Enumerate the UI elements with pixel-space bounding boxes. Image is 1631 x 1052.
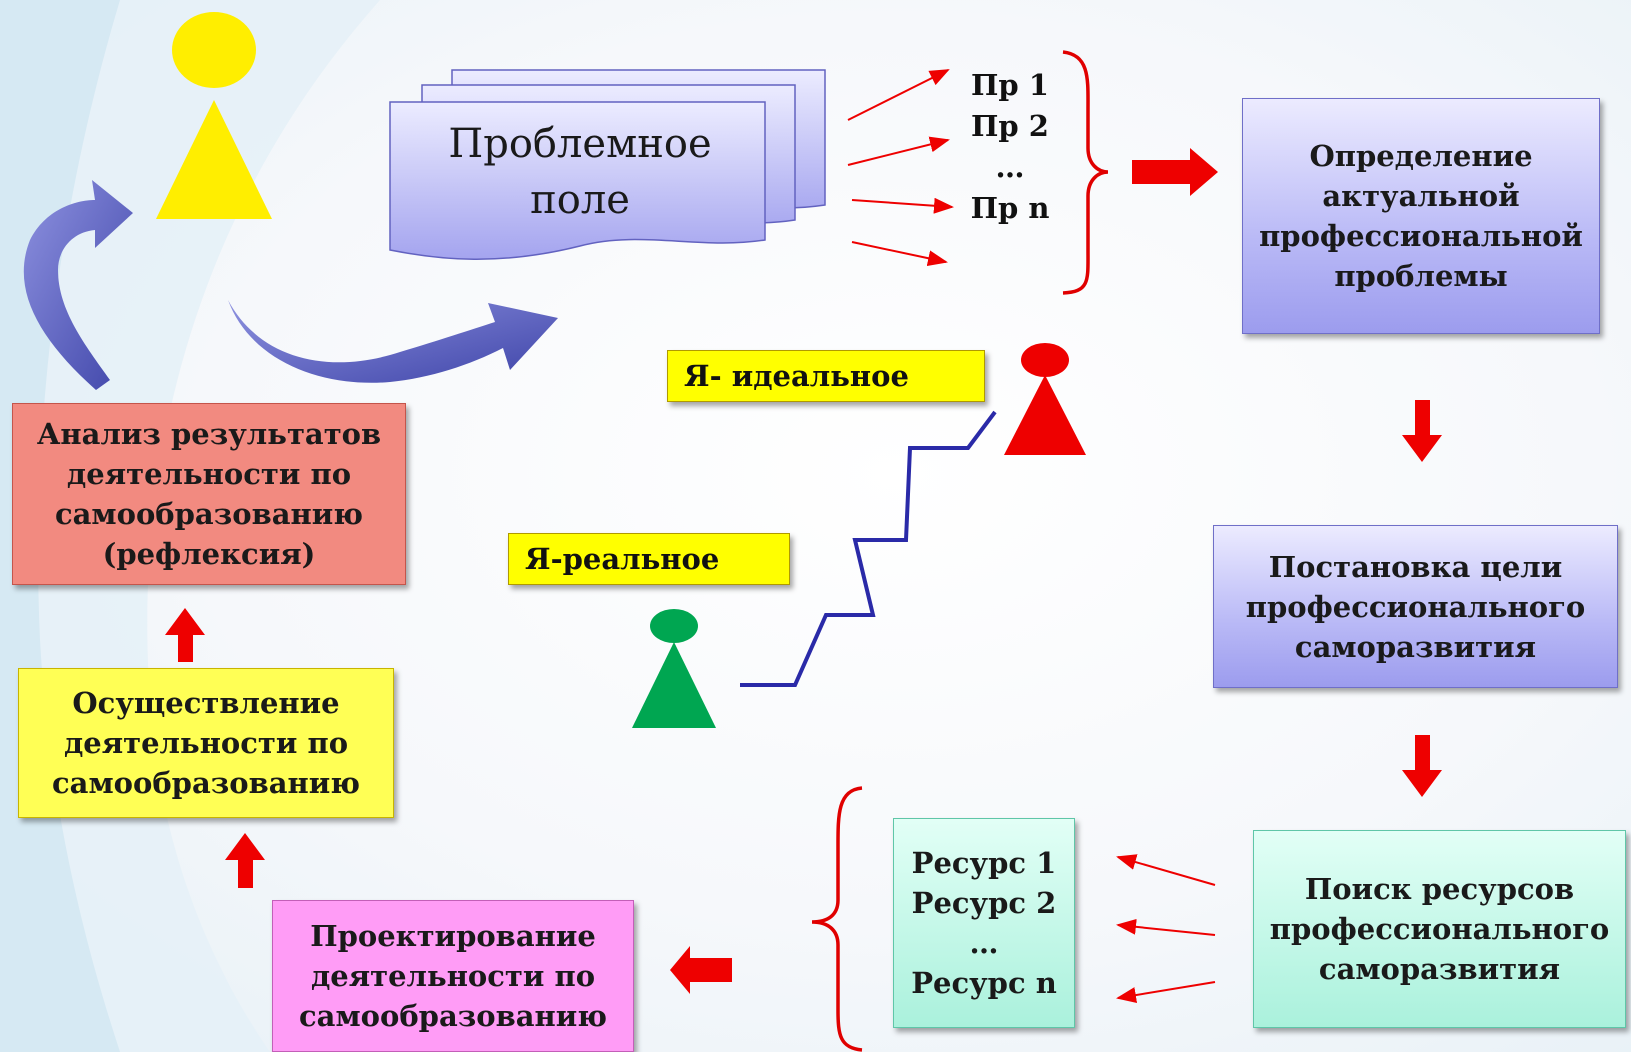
perform-activity-box: Осуществление деятельности по самообразо…: [18, 668, 394, 818]
problem-field-arrows: [847, 69, 954, 267]
cycle-arrow-left-icon: [23, 180, 133, 390]
arrow-right-thick: [1132, 148, 1218, 196]
resources-list-box: Ресурс 1 Ресурс 2 … Ресурс n: [893, 818, 1075, 1028]
ideal-self-label: Я- идеальное: [667, 350, 985, 402]
arrow-down-2: [1402, 735, 1442, 797]
problem-field-docs-icon: [389, 69, 826, 260]
problem-list-brace: [1062, 50, 1109, 295]
design-activity-text: Проектирование деятельности по самообраз…: [299, 919, 607, 1033]
analysis-text: Анализ результатов деятельности по самоо…: [36, 417, 382, 571]
arrow-down-1: [1402, 400, 1442, 462]
perform-activity-text: Осуществление деятельности по самообразо…: [52, 686, 360, 800]
problem-field-label: Проблемное поле: [448, 121, 712, 223]
arrow-up-1: [165, 608, 205, 662]
resources-brace: [811, 786, 863, 1052]
resources-list-text: Ресурс 1 Ресурс 2 … Ресурс n: [911, 846, 1057, 1000]
problem-list: Пр 1 Пр 2 … Пр n: [970, 68, 1050, 225]
resource-arrows: [1116, 854, 1216, 1003]
arrow-left-thick: [670, 946, 732, 994]
search-resources-text: Поиск ресурсов профессионального самораз…: [1269, 872, 1610, 986]
search-resources-box: Поиск ресурсов профессионального самораз…: [1253, 830, 1626, 1028]
determine-problem-text: Определение актуальной профессиональной …: [1259, 139, 1583, 293]
determine-problem-box: Определение актуальной профессиональной …: [1242, 98, 1600, 334]
set-goal-text: Постановка цели профессионального самора…: [1245, 549, 1586, 664]
design-activity-box: Проектирование деятельности по самообраз…: [272, 900, 634, 1052]
cycle-arrow-bottom-icon: [228, 300, 558, 383]
stair-line: [740, 410, 997, 687]
red-person-icon: [1004, 343, 1086, 455]
real-self-label: Я-реальное: [508, 533, 790, 585]
yellow-person-icon: [156, 12, 272, 219]
analysis-box: Анализ результатов деятельности по самоо…: [12, 403, 406, 585]
set-goal-box: Постановка цели профессионального самора…: [1213, 525, 1618, 688]
arrow-up-2: [225, 833, 265, 888]
green-person-icon: [632, 609, 716, 728]
